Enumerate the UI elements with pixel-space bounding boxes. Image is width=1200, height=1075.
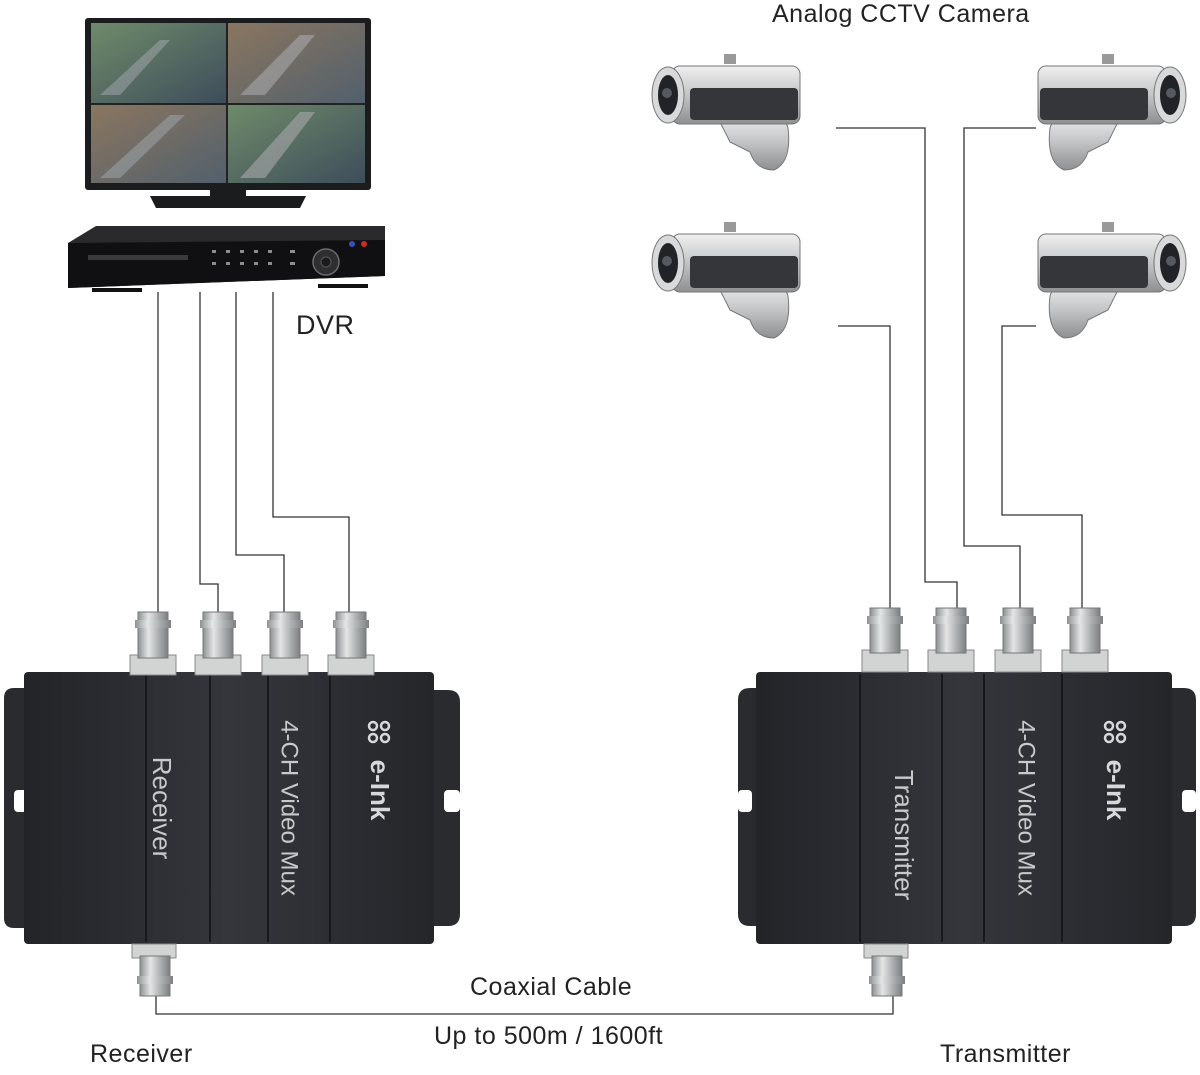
transmitter-bnc-1 (861, 607, 909, 673)
receiver-label: Receiver (90, 1040, 193, 1068)
wires (155, 127, 1083, 1015)
receiver-bnc-connectors (129, 611, 375, 676)
receiver-brand-mark-icon (367, 720, 391, 744)
dvr (68, 226, 385, 292)
receiver-bnc-1 (129, 611, 177, 676)
transmitter-bnc-connectors (861, 607, 1109, 673)
transmitter-product-text: 4-CH Video Mux (1013, 720, 1040, 896)
receiver-side-text: Receiver (147, 757, 177, 860)
wire-dvr-ch4 (272, 292, 350, 612)
transmitter-bnc-output (863, 943, 909, 997)
transmitter-label: Transmitter (940, 1040, 1071, 1068)
transmitter-brand-text: e-Ink (1101, 760, 1131, 821)
receiver-brand-logo: e-Ink (365, 720, 395, 821)
wire-cam-br (1001, 325, 1083, 608)
transmitter-device: Transmitter 4-CH Video Mux e-Ink (738, 607, 1196, 997)
distance-label: Up to 500m / 1600ft (434, 1022, 664, 1050)
transmitter-brand-logo: e-Ink (1101, 720, 1131, 821)
receiver-device: Receiver 4-CH Video Mux e-Ink (4, 611, 460, 997)
transmitter-side-text: Transmitter (889, 770, 919, 901)
wire-dvr-ch2 (199, 292, 219, 612)
camera-bottom-right (1037, 222, 1187, 339)
camera-top-left (651, 54, 801, 171)
transmitter-bnc-4 (1061, 607, 1109, 673)
transmitter-brand-mark-icon (1103, 720, 1127, 744)
coaxial-cable (155, 996, 894, 1015)
wire-cam-tl (836, 127, 958, 608)
receiver-bnc-2 (194, 611, 242, 676)
monitor (85, 18, 371, 208)
wire-cam-bl (838, 325, 891, 608)
coaxial-cable-label: Coaxial Cable (470, 973, 633, 1001)
wire-cam-tr (963, 127, 1036, 608)
transmitter-bnc-3 (994, 607, 1042, 673)
receiver-bnc-output (131, 943, 177, 997)
camera-top-right (1037, 54, 1187, 171)
receiver-product-text: 4-CH Video Mux (276, 720, 303, 896)
wire-dvr-ch3 (235, 292, 285, 612)
camera-bottom-left (651, 222, 801, 339)
transmitter-bnc-2 (927, 607, 975, 673)
camera-label: Analog CCTV Camera (772, 0, 1030, 28)
receiver-bnc-3 (261, 611, 309, 676)
receiver-brand-text: e-Ink (365, 760, 395, 821)
receiver-bnc-4 (327, 611, 375, 676)
dvr-label: DVR (296, 310, 355, 340)
